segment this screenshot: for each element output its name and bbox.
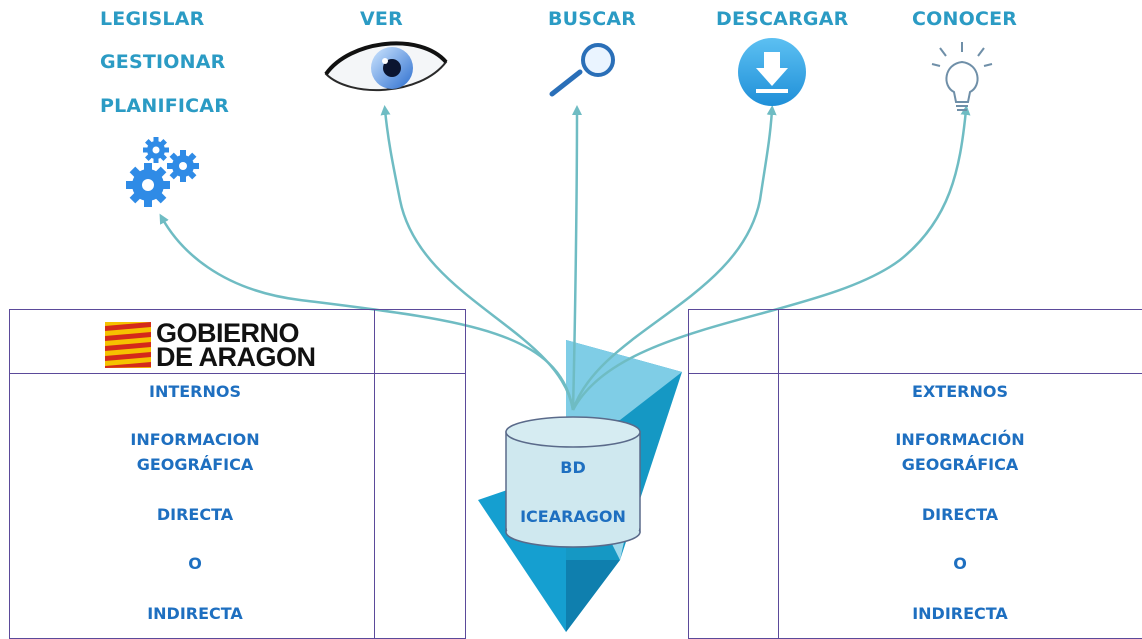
right-panel-frame — [688, 309, 1142, 639]
left-panel-column-divider — [374, 309, 375, 639]
label-legislar: LEGISLAR — [100, 8, 205, 30]
right-panel-column-divider — [778, 309, 779, 639]
right-o: O — [953, 554, 967, 573]
left-info-line2: GEOGRÁFICA — [136, 455, 254, 474]
arrow-to-magnifier — [571, 105, 582, 411]
arrows — [159, 105, 971, 411]
lightbulb-icon — [931, 42, 993, 111]
eye-icon — [324, 41, 448, 92]
left-o: O — [188, 554, 202, 573]
right-info-line1: INFORMACIÓN — [895, 430, 1025, 449]
right-panel-header-divider — [688, 373, 1142, 374]
left-info-line1: INFORMACION — [130, 430, 260, 449]
left-heading: INTERNOS — [148, 382, 242, 401]
aragon-flag-icon — [105, 322, 151, 368]
label-conocer: CONOCER — [912, 8, 1018, 30]
database-cylinder — [505, 416, 641, 548]
gears-icon — [126, 137, 199, 207]
database-label-bd: BD — [560, 458, 586, 477]
left-directa: DIRECTA — [156, 505, 234, 524]
arrow-to-bulb — [571, 105, 971, 411]
arrow-to-eye — [380, 105, 575, 411]
database-label-icearagon: ICEARAGON — [520, 507, 626, 526]
logo-text-line1: GOBIERNO — [156, 318, 300, 348]
logo-text-line2: DE ARAGON — [156, 342, 316, 372]
label-descargar: DESCARGAR — [716, 8, 849, 30]
left-panel-header-divider — [9, 373, 466, 374]
right-indirecta: INDIRECTA — [912, 604, 1008, 623]
label-planificar: PLANIFICAR — [100, 95, 230, 117]
label-gestionar: GESTIONAR — [100, 51, 226, 73]
label-buscar: BUSCAR — [548, 8, 637, 30]
arrow-to-download — [571, 105, 777, 411]
right-directa: DIRECTA — [921, 505, 999, 524]
left-indirecta: INDIRECTA — [147, 604, 243, 623]
magnifier-icon — [549, 43, 615, 97]
label-ver: VER — [360, 8, 403, 30]
download-icon — [738, 38, 806, 106]
right-info-line2: GEOGRÁFICA — [901, 455, 1019, 474]
right-heading: EXTERNOS — [912, 382, 1008, 401]
